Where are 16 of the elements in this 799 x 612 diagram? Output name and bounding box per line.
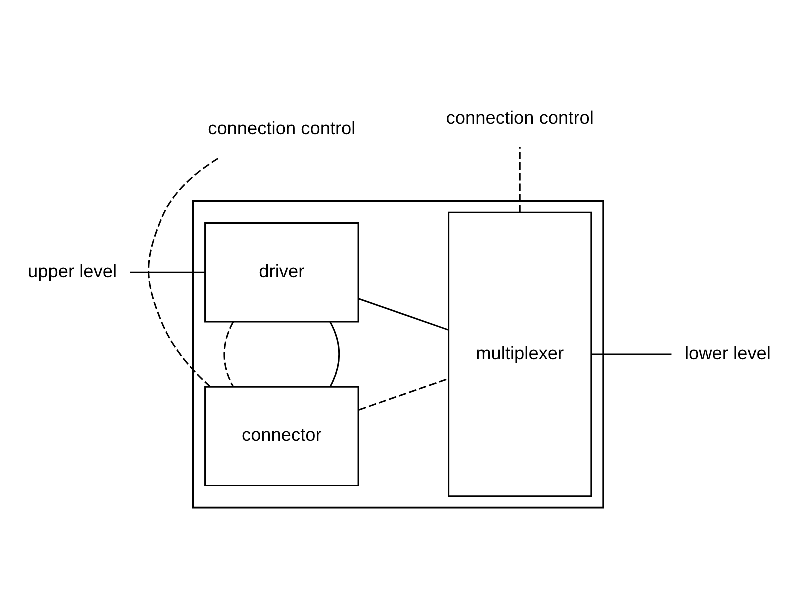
connector (224, 322, 234, 387)
node-text: connection control (446, 108, 594, 128)
connector (358, 298, 449, 331)
node-box: connector (204, 386, 360, 487)
connector (592, 354, 672, 356)
connector (358, 378, 449, 411)
node-text: connection control (208, 118, 356, 139)
connector (330, 322, 340, 387)
connector (519, 147, 521, 213)
cluster (192, 200, 604, 509)
node-text: lower level (685, 343, 771, 364)
node-text: upper level (28, 261, 118, 282)
node-box: driver (204, 222, 360, 323)
connector (148, 156, 221, 388)
node-box: multiplexer (448, 212, 592, 498)
connector (130, 272, 206, 274)
